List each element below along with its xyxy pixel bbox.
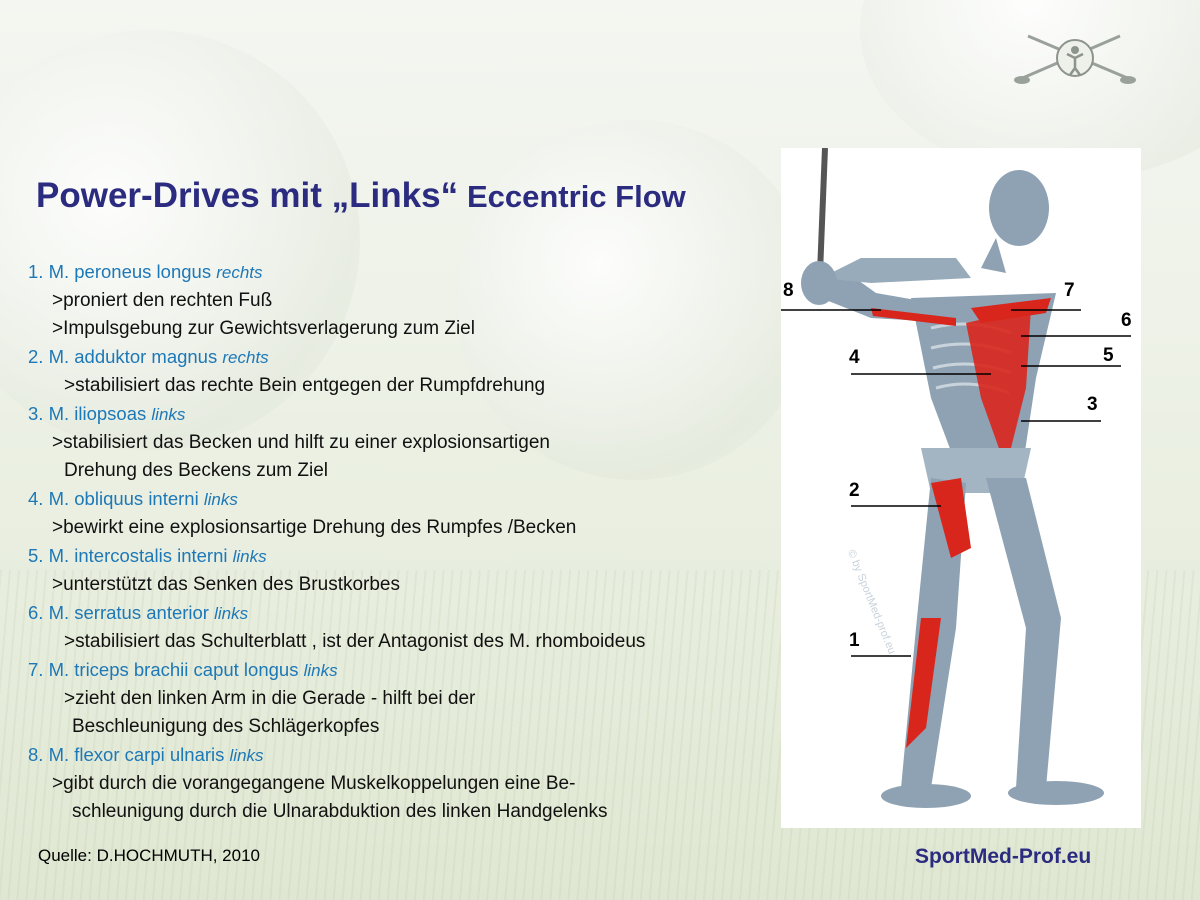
muscle-heading: 6. M. serratus anterior links xyxy=(28,599,780,628)
figure-label-1: 1 xyxy=(849,630,860,651)
muscle-name: M. triceps brachii caput longus xyxy=(48,659,299,680)
muscle-description: >unterstützt das Senken des Brustkorbes xyxy=(52,574,401,595)
item-number: 3. xyxy=(28,403,44,424)
golfer-anatomy-illustration-icon xyxy=(781,147,1131,808)
item-number: 7. xyxy=(28,659,44,680)
muscle-item: 7. M. triceps brachii caput longus links… xyxy=(28,656,780,741)
muscle-description: Beschleunigung des Schlägerkopfes xyxy=(72,716,380,737)
background-golf-ball xyxy=(455,120,815,480)
muscle-item: 2. M. adduktor magnus rechts >stabilisie… xyxy=(28,343,780,400)
anatomy-figure: 1 2 3 4 5 6 7 8 © by SportMed-prof.eu xyxy=(781,147,1141,828)
muscle-item: 3. M. iliopsoas links >stabilisiert das … xyxy=(28,400,780,485)
obliquus-muscle-icon xyxy=(966,308,1031,468)
figure-label-3: 3 xyxy=(1087,394,1098,415)
muscle-heading: 5. M. intercostalis interni links xyxy=(28,542,780,571)
item-number: 4. xyxy=(28,488,44,509)
figure-label-5: 5 xyxy=(1103,345,1114,366)
head-icon xyxy=(989,170,1049,246)
item-number: 5. xyxy=(28,545,44,566)
muscle-name: M. intercostalis interni xyxy=(48,545,228,566)
muscle-description: Drehung des Beckens zum Ziel xyxy=(64,460,329,481)
muscle-heading: 1. M. peroneus longus rechts xyxy=(28,258,780,287)
muscle-item: 8. M. flexor carpi ulnaris links >gibt d… xyxy=(28,741,780,826)
muscle-description: >stabilisiert das rechte Bein entgegen d… xyxy=(64,375,546,396)
left-leg-icon xyxy=(986,478,1061,788)
figure-label-2: 2 xyxy=(849,480,860,501)
figure-label-4: 4 xyxy=(849,347,860,368)
brand-name: SportMed-Prof.eu xyxy=(915,845,1092,868)
muscle-heading: 3. M. iliopsoas links xyxy=(28,400,780,429)
item-number: 1. xyxy=(28,261,44,282)
muscle-side: links xyxy=(151,405,186,424)
muscle-heading: 4. M. obliquus interni links xyxy=(28,485,780,514)
item-number: 8. xyxy=(28,744,44,765)
figure-label-6: 6 xyxy=(1121,310,1132,331)
muscle-name: M. obliquus interni xyxy=(48,488,199,509)
forearm-muscle-icon xyxy=(871,308,956,326)
figure-label-7: 7 xyxy=(1064,280,1075,301)
muscle-description: >Impulsgebung zur Gewichtsverlagerung zu… xyxy=(52,318,475,339)
golf-club-logo-icon xyxy=(1014,34,1136,84)
title-main: Power-Drives mit „Links“ xyxy=(36,176,459,215)
muscle-item: 5. M. intercostalis interni links >unter… xyxy=(28,542,780,599)
muscle-item: 1. M. peroneus longus rechts >proniert d… xyxy=(28,258,780,343)
muscle-description: >zieht den linken Arm in die Gerade - hi… xyxy=(64,688,476,709)
muscle-description: >stabilisiert das Schulterblatt , ist de… xyxy=(64,631,646,652)
adduktor-muscle-icon xyxy=(931,478,971,558)
muscle-side: links xyxy=(203,490,238,509)
item-number: 6. xyxy=(28,602,44,623)
muscle-side: rechts xyxy=(216,263,263,282)
muscle-name: M. flexor carpi ulnaris xyxy=(48,744,225,765)
muscle-side: links xyxy=(303,661,338,680)
muscle-list: 1. M. peroneus longus rechts >proniert d… xyxy=(28,258,780,826)
muscle-side: links xyxy=(232,547,267,566)
source-citation: Quelle: D.HOCHMUTH, 2010 xyxy=(38,846,261,865)
peroneus-muscle-icon xyxy=(906,618,941,748)
muscle-description: schleunigung durch die Ulnarabduktion de… xyxy=(72,801,608,822)
muscle-heading: 8. M. flexor carpi ulnaris links xyxy=(28,741,780,770)
background-golf-ball xyxy=(0,30,360,450)
title-subtitle: Eccentric Flow xyxy=(466,179,686,214)
muscle-description: >proniert den rechten Fuß xyxy=(52,290,273,311)
muscle-side: links xyxy=(229,746,264,765)
muscle-side: links xyxy=(214,604,249,623)
muscle-description: >stabilisiert das Becken und hilft zu ei… xyxy=(52,432,550,453)
muscle-item: 6. M. serratus anterior links >stabilisi… xyxy=(28,599,780,656)
muscle-name: M. peroneus longus xyxy=(48,261,212,282)
muscle-item: 4. M. obliquus interni links >bewirkt ei… xyxy=(28,485,780,542)
muscle-description: >bewirkt eine explosionsartige Drehung d… xyxy=(52,517,577,538)
muscle-name: M. adduktor magnus xyxy=(48,346,218,367)
figure-label-8: 8 xyxy=(783,280,794,301)
muscle-description: >gibt durch die vorangegangene Muskelkop… xyxy=(52,773,576,794)
item-number: 2. xyxy=(28,346,44,367)
muscle-heading: 7. M. triceps brachii caput longus links xyxy=(28,656,780,685)
muscle-name: M. iliopsoas xyxy=(48,403,147,424)
muscle-heading: 2. M. adduktor magnus rechts xyxy=(28,343,780,372)
muscle-side: rechts xyxy=(222,348,269,367)
muscle-name: M. serratus anterior xyxy=(48,602,209,623)
slide-title: Power-Drives mit „Links“ Eccentric Flow xyxy=(36,176,686,216)
